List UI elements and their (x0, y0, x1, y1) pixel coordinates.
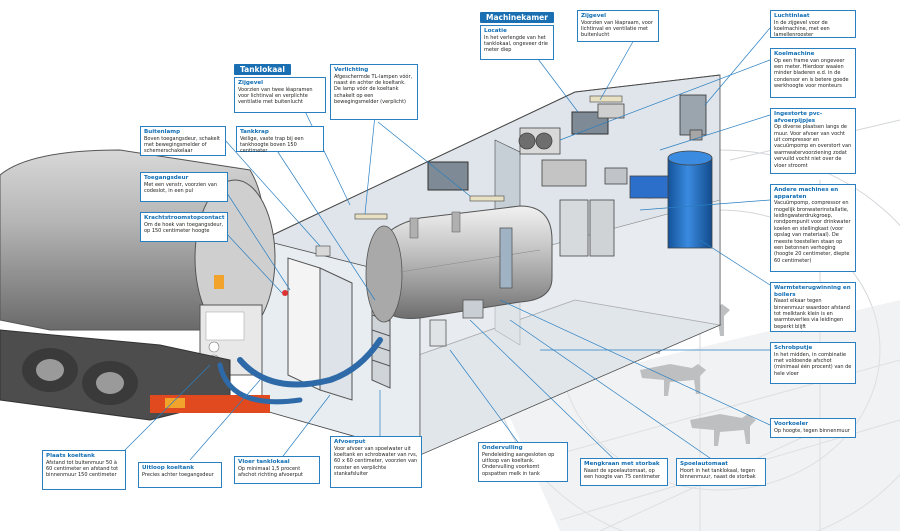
air-inlet-louvre (679, 94, 707, 136)
callout-text: Op een frame van ongeveer een meter. Hie… (774, 57, 849, 90)
callout-tankkrap: Tankkrap Veilige, vaste trap bij een tan… (236, 126, 324, 155)
callout-title: Voorkoeler (774, 421, 809, 427)
section-header-machinekamer: Machinekamer (480, 12, 554, 23)
access-door (287, 257, 321, 391)
leader-lines (119, 27, 771, 466)
rinse-unit (429, 227, 513, 347)
callout-ondervulling: Ondervulling Pendeleiding aangesloten op… (478, 442, 568, 482)
callout-afvoerput: Afvoerput Voor afvoer van spoelwater uit… (330, 436, 422, 488)
callout-krachtstroomstopcontact: Krachtstroomstopcontact Om de hoek van t… (140, 212, 228, 242)
callout-koelmachine: Koelmachine Op een frame van ongeveer ee… (770, 48, 856, 98)
callout-text: Veilige, vaste trap bij een tankhoogte b… (240, 135, 304, 155)
callout-text: Precies achter toegangsdeur (142, 471, 214, 478)
callout-text: In de zijgevel voor de koelmachine, met … (774, 19, 830, 39)
callout-plaats-koeltank: Plaats koeltank Afstand tot buitenmuur 5… (42, 450, 126, 490)
callout-title: Uitloop koeltank (142, 465, 194, 471)
callout-text: Afstand tot buitenmuur 50 à 60 centimete… (46, 459, 119, 479)
window-tank-room (427, 161, 469, 191)
callout-title: Locatie (484, 28, 507, 34)
callout-title: Ingestorte pvc-afvoerpijpjes (774, 111, 823, 124)
callout-locatie: Locatie In het verlengde van het tanklok… (480, 25, 554, 60)
callout-text: Op minimaal 1,5 procent afschot richting… (238, 465, 303, 478)
callout-text: Voorzien van lêapraam, voor lichtinval e… (581, 19, 653, 39)
callout-title: Zijgevel (238, 80, 264, 86)
callout-title: Vloer tanklokaal (238, 459, 290, 465)
callout-vloer-tanklokaal: Vloer tanklokaal Op minimaal 1,5 procent… (234, 456, 320, 484)
callout-text: Afgeschermde TL-lampen vóór, naast én ac… (334, 73, 413, 106)
warmwater-boiler (667, 157, 713, 249)
callout-spoelautomaat: Spoelautomaat Hoort in het tanklokaal, t… (676, 458, 766, 486)
callout-title: Afvoerput (334, 439, 366, 445)
boiler-small (559, 199, 589, 257)
callout-text: Met een venstr, voorzien van codeslot, i… (144, 181, 218, 194)
callout-title: Plaats koeltank (46, 453, 95, 459)
milk-hoses (217, 337, 383, 405)
callout-title: Toegangsdeur (144, 175, 189, 181)
callout-title: Krachtstroomstopcontact (144, 215, 225, 221)
callout-text: Voor afvoer van spoelwater uit koeltank … (334, 445, 418, 478)
callout-title: Zijgevel (581, 13, 607, 19)
callout-warmteterugwinning: Warmteterugwinning en boilers Naast elka… (770, 282, 856, 332)
callout-title: Andere machines en apparaten (774, 187, 839, 200)
callout-zijgevel-machinekamer: Zijgevel Voorzien van lêapraam, voor lic… (577, 10, 659, 42)
callout-zijgevel-tanklokaal: Zijgevel Voorzien van twee lêapramen voo… (234, 77, 326, 113)
callout-text: Hoort in het tanklokaal, tegen binnenmuu… (680, 467, 756, 480)
machine-room-equipment (518, 103, 713, 257)
callout-text: Pendeleiding aangesloten op uitloop van … (482, 451, 555, 477)
callout-text: Om de hoek van toegangsdeur, op 150 cent… (144, 221, 224, 234)
callout-schrobputje: Schrobputje In het midden, in combinatie… (770, 342, 856, 384)
callout-title: Verlichting (334, 67, 369, 73)
callout-text: In het verlengde van het tanklokaal, ong… (484, 34, 548, 54)
callout-voorkoeler: Voorkoeler Op hoogte, tegen binnenmuur (770, 418, 856, 438)
callout-title: Tankkrap (240, 129, 269, 135)
callout-andere-machines: Andere machines en apparaten Vacuümpomp,… (770, 184, 856, 272)
callout-text: Voorzien van twee lêapramen voor lichtin… (238, 86, 313, 106)
callout-title: Buitenlamp (144, 129, 181, 135)
callout-text: Op hoogte, tegen binnenmuur (774, 427, 850, 434)
callout-title: Luchtinlaat (774, 13, 810, 19)
callout-luchtinlaat: Luchtinlaat In de zijgevel voor de koelm… (770, 10, 856, 38)
callout-mengkraan: Mengkraan met storbak Naast de spoelauto… (580, 458, 668, 486)
callout-text: Naast elkaar tegen binnenmuur waardoor a… (774, 298, 850, 330)
callout-text: Vacuümpomp, compressor en mogelijk bronw… (774, 200, 851, 264)
callout-title: Schrobputje (774, 345, 813, 351)
callout-title: Warmteterugwinning en boilers (774, 285, 851, 298)
callout-toegangsdeur: Toegangsdeur Met een venstr, voorzien va… (140, 172, 228, 202)
callout-text: Naast de spoelautomaat, op een hoogte va… (584, 467, 661, 480)
callout-ingestorte-pvc-afvoerpijpjes: Ingestorte pvc-afvoerpijpjes Op diverse … (770, 108, 856, 174)
callout-text: In het midden, in combinatie met voldoen… (774, 351, 852, 377)
callout-uitloop-koeltank: Uitloop koeltank Precies achter toegangs… (138, 462, 222, 488)
milk-truck (0, 149, 276, 421)
callout-title: Koelmachine (774, 51, 815, 57)
callout-title: Mengkraan met storbak (584, 461, 660, 467)
callout-title: Ondervulling (482, 445, 523, 451)
callout-buitenlamp: Buitenlamp Boven toegangsdeur, schakelt … (140, 126, 226, 156)
callout-text: Boven toegangsdeur, schakelt met bewegin… (144, 135, 220, 155)
callout-text: Op diverse plaatsen langs de muur. Voor … (774, 124, 852, 169)
callout-title: Spoelautomaat (680, 461, 728, 467)
callout-verlichting: Verlichting Afgeschermde TL-lampen vóór,… (330, 64, 418, 120)
section-header-tanklokaal: Tanklokaal (234, 64, 291, 75)
